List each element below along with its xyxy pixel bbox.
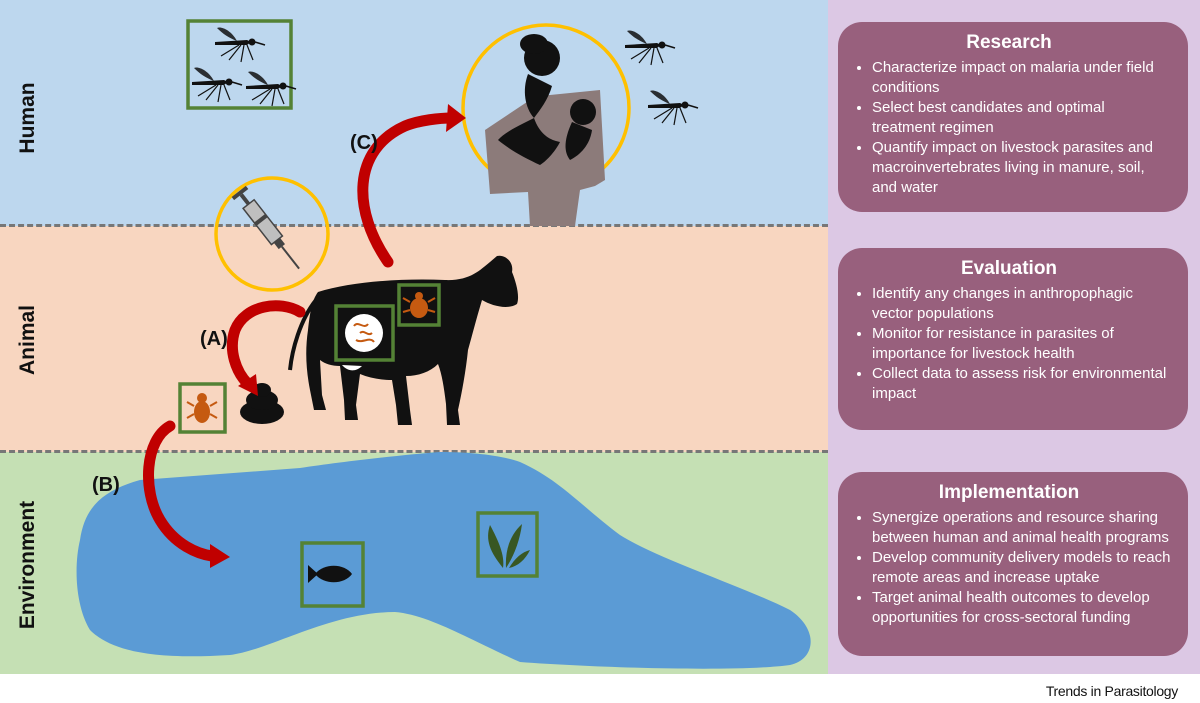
- list-item: Collect data to assess risk for environm…: [872, 364, 1172, 404]
- arrow-b: [143, 420, 230, 568]
- mosquito-box: [186, 19, 293, 110]
- syringe-circle: [214, 176, 330, 292]
- list-item: Target animal health outcomes to develop…: [872, 588, 1172, 628]
- card-title: Implementation: [938, 482, 1080, 503]
- beetle-box: [178, 382, 227, 434]
- mosquito-icon: [214, 26, 266, 63]
- woman-with-child-icon: [485, 34, 605, 226]
- aquatic-plant-icon: [488, 524, 530, 568]
- list-item: Develop community delivery models to rea…: [872, 548, 1172, 588]
- parasite-box: [334, 304, 395, 362]
- card-title: Research: [966, 32, 1052, 53]
- beetle-icon: [186, 393, 218, 423]
- evaluation-card: Evaluation Identify any changes in anthr…: [838, 248, 1188, 430]
- plant-box: [476, 511, 539, 578]
- lake: [76, 452, 811, 669]
- tick-box: [397, 283, 441, 327]
- list-item: Synergize operations and resource sharin…: [872, 508, 1172, 548]
- arrow-a: [226, 300, 306, 396]
- fish-box: [300, 541, 365, 608]
- syringe-icon: [231, 185, 300, 270]
- human-band: [0, 0, 828, 226]
- list-item: Monitor for resistance in parasites of i…: [872, 324, 1172, 364]
- card-title: Evaluation: [960, 258, 1058, 279]
- card-list: Identify any changes in anthropophagic v…: [846, 284, 1172, 404]
- arrow-c: [357, 104, 466, 268]
- mosquito-icon: [624, 29, 676, 66]
- card-list: Synergize operations and resource sharin…: [846, 508, 1172, 628]
- cow-icon: [288, 255, 519, 425]
- fish-icon: [308, 565, 352, 583]
- tick-icon: [402, 292, 436, 318]
- list-item: Characterize impact on malaria under fie…: [872, 58, 1172, 98]
- list-item: Quantify impact on livestock parasites a…: [872, 138, 1172, 198]
- list-item: Identify any changes in anthropophagic v…: [872, 284, 1172, 324]
- animal-environment-divider: [0, 450, 828, 453]
- list-item: Select best candidates and optimal treat…: [872, 98, 1172, 138]
- illustration: [76, 19, 811, 669]
- journal-credit: Trends in Parasitology: [1045, 683, 1178, 699]
- dung-icon: [240, 383, 284, 424]
- card-list: Characterize impact on malaria under fie…: [846, 58, 1172, 198]
- pathway-label-a: (A): [200, 328, 228, 350]
- research-card: Research Characterize impact on malaria …: [838, 22, 1188, 212]
- human-animal-divider: [0, 224, 828, 227]
- mosquito-icon: [191, 66, 243, 103]
- pathway-label-b: (B): [92, 474, 120, 496]
- pathway-label-c: (C): [350, 132, 378, 154]
- mosquito-icon: [245, 70, 297, 107]
- implementation-card: Implementation Synergize operations and …: [838, 472, 1188, 656]
- mosquito-icon: [647, 89, 699, 126]
